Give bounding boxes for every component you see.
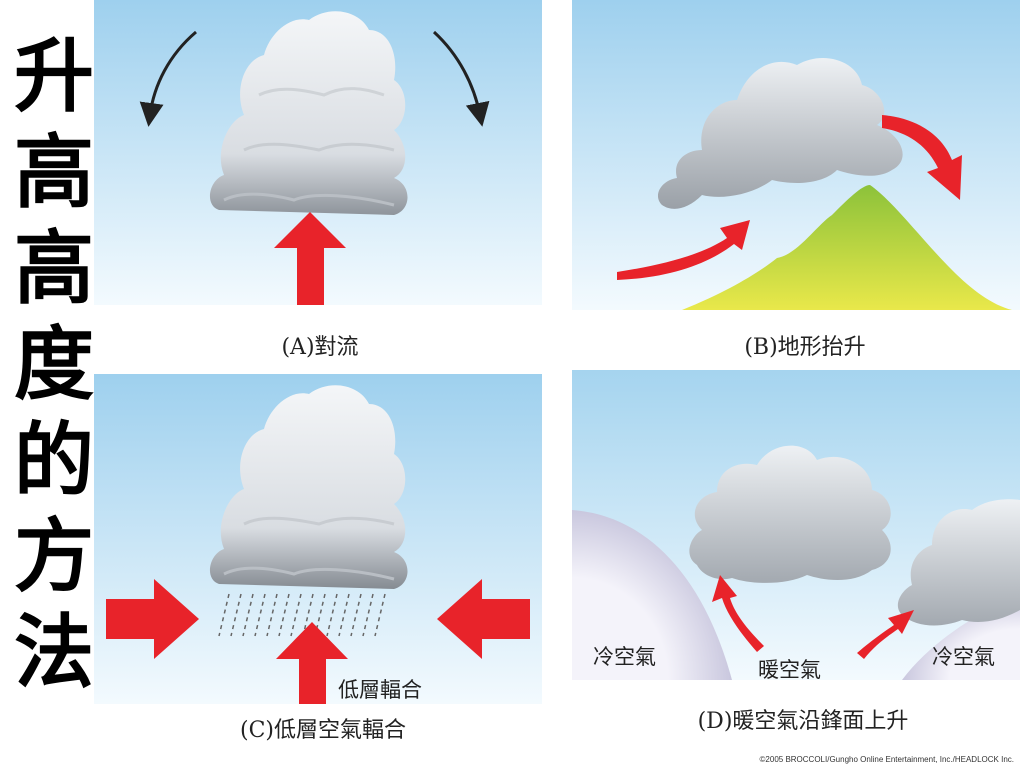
title-char-7: 法 — [14, 605, 94, 699]
title-char-1: 升 — [14, 29, 94, 123]
title-char-3: 高 — [14, 221, 94, 315]
title-char-6: 方 — [14, 509, 94, 603]
cumulus-cloud-icon — [209, 11, 408, 215]
mountain-icon — [682, 185, 1012, 310]
copyright-notice: ©2005 BROCCOLI/Gungho Online Entertainme… — [759, 755, 1014, 764]
cold-air-left-label: 冷空氣 — [593, 645, 656, 669]
caption-c: (C)低層空氣輻合 — [240, 718, 406, 743]
panel-convection — [94, 0, 542, 305]
caption-d: (D)暖空氣沿鋒面上升 — [697, 709, 909, 734]
updraft-arrow-icon — [274, 212, 346, 305]
convergence-arrow-right-icon — [437, 579, 530, 659]
wind-arrow-up-icon — [617, 220, 750, 280]
panel-orographic — [572, 0, 1020, 310]
cold-air-left-region — [572, 510, 732, 680]
cloud-right-icon — [897, 499, 1020, 626]
convergence-label: 低層輻合 — [338, 678, 422, 702]
warm-air-arrow-right-icon — [857, 610, 914, 659]
panel-frontal — [572, 370, 1020, 680]
rain-cloud-icon — [209, 385, 408, 589]
title-char-4: 度 — [14, 317, 94, 411]
curved-arrow-left-icon — [139, 30, 197, 127]
panel-convergence — [94, 374, 542, 704]
title-char-5: 的 — [14, 413, 94, 507]
title-char-2: 高 — [14, 125, 94, 219]
cloud-icon — [657, 57, 903, 209]
convergence-arrow-left-icon — [106, 579, 199, 659]
vertical-title: 升 高 高 度 的 方 法 — [8, 28, 100, 700]
curved-arrow-right-icon — [432, 30, 490, 127]
cold-air-right-label: 冷空氣 — [932, 645, 995, 669]
updraft-arrow-icon — [276, 622, 348, 704]
caption-b: (B)地形抬升 — [744, 335, 866, 360]
warm-air-arrow-left-icon — [712, 575, 764, 652]
caption-a: (A)對流 — [281, 335, 359, 360]
warm-air-label: 暖空氣 — [758, 658, 821, 682]
wind-arrow-down-icon — [882, 115, 962, 200]
cloud-left-icon — [689, 445, 891, 583]
